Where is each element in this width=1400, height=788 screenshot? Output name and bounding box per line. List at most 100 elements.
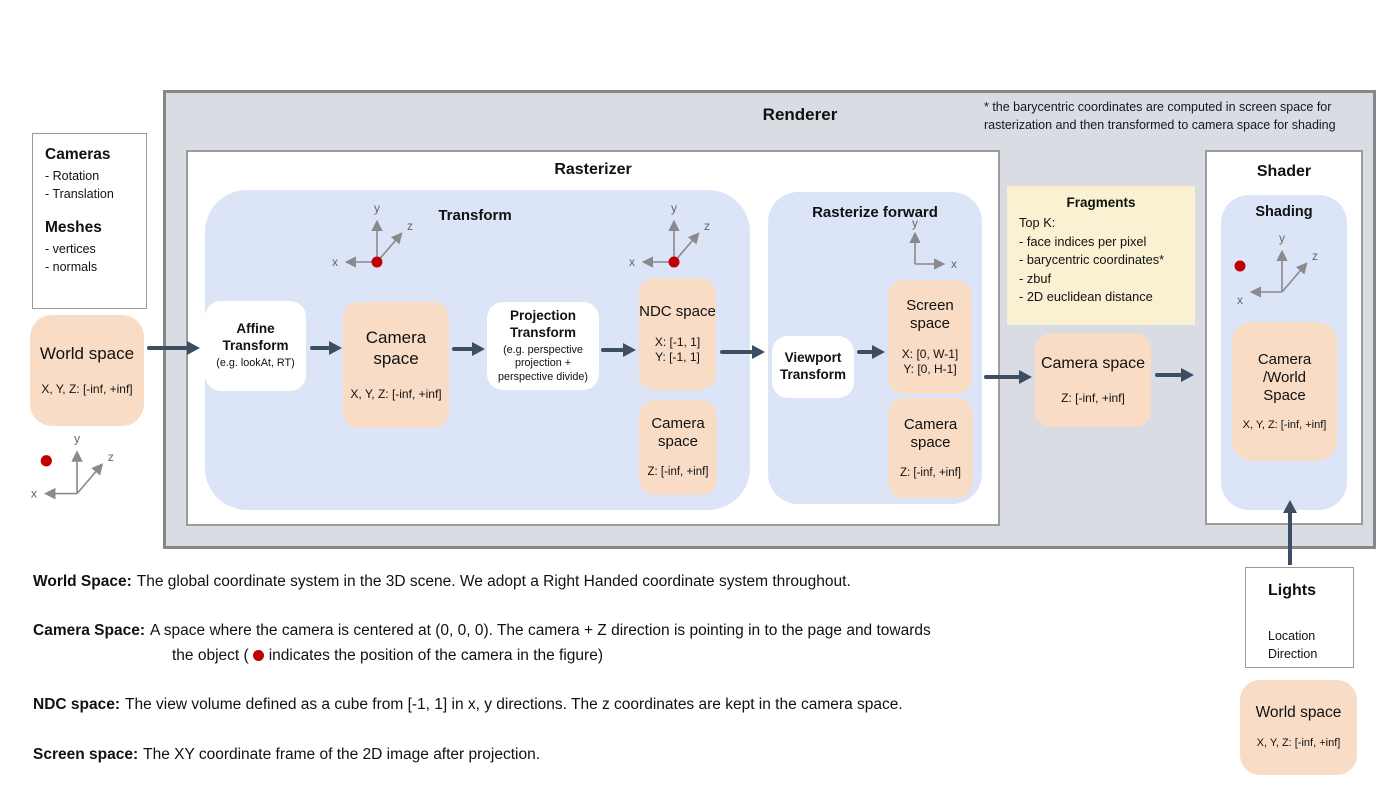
definition-term: Camera Space:: [33, 622, 146, 639]
arrow-camera-out-to-shader: [1155, 368, 1194, 381]
camera-dot-icon: [371, 256, 383, 268]
svg-text:x: x: [31, 487, 38, 501]
projection-transform-subtitle: (e.g. perspective projection + perspecti…: [497, 343, 589, 383]
screen-space-range: X: [0, W-1] Y: [0, H-1]: [901, 347, 959, 376]
shader-title: Shader: [1256, 163, 1312, 180]
world-space-lights-range: X, Y, Z: [-inf, +inf]: [1256, 736, 1341, 749]
camera-space-z2-box: Camera space Z: [-inf, +inf]: [888, 398, 973, 498]
screen-space-box: Screen space X: [0, W-1] Y: [0, H-1]: [888, 280, 972, 394]
svg-text:x: x: [951, 257, 957, 271]
svg-text:z: z: [108, 450, 114, 464]
definition-text: indicates the position of the camera in …: [268, 647, 603, 664]
affine-transform-box: Affine Transform (e.g. lookAt, RT): [205, 301, 306, 391]
camera-space-z2-range: Z: [-inf, +inf]: [899, 466, 962, 479]
definition-text: The XY coordinate frame of the 2D image …: [143, 746, 541, 763]
camera-dot-icon: [40, 455, 52, 467]
svg-text:y: y: [374, 201, 380, 215]
axes-3d-offset-dot-icon: y z x: [1234, 231, 1318, 307]
definition-camera-space-cont: the object ( indicates the position of th…: [172, 647, 603, 665]
fragments-line: - zbuf: [1019, 270, 1052, 286]
camera-dot-icon: [1234, 260, 1246, 272]
shading-title: Shading: [1255, 204, 1313, 220]
fragments-line: - 2D euclidean distance: [1019, 289, 1153, 305]
definition-term: NDC space:: [33, 696, 120, 713]
arrow-world-to-affine: [147, 341, 200, 354]
svg-text:x: x: [629, 255, 635, 269]
rasterize-forward-title: Rasterize forward: [812, 204, 938, 221]
meshes-item: - vertices: [45, 242, 96, 257]
camera-space-z2-title: Camera space: [903, 415, 958, 451]
definition-text: A space where the camera is centered at …: [150, 622, 931, 639]
camera-world-space-box: Camera /World Space X, Y, Z: [-inf, +inf…: [1232, 322, 1337, 461]
affine-transform-title: Affine Transform: [222, 321, 289, 354]
axes-3d-origin-dot-icon: y z x: [332, 201, 413, 269]
world-space-lights-title: World space: [1255, 704, 1342, 722]
world-space-input-box: World space X, Y, Z: [-inf, +inf]: [30, 315, 144, 426]
projection-transform-box: Projection Transform (e.g. perspective p…: [487, 302, 599, 390]
camera-dot-icon: [252, 650, 264, 661]
rasterizer-title: Rasterizer: [554, 161, 632, 178]
definition-world-space: World Space:The global coordinate system…: [33, 573, 851, 591]
svg-text:z: z: [407, 219, 413, 233]
definition-text: The view volume defined as a cube from […: [125, 696, 903, 713]
ndc-space-title: NDC space: [639, 303, 716, 320]
camera-space-out-range: Z: [-inf, +inf]: [1061, 391, 1125, 406]
definition-text: The global coordinate system in the 3D s…: [136, 573, 851, 590]
camera-space-z-box: Camera space Z: [-inf, +inf]: [639, 400, 717, 495]
definition-screen-space: Screen space:The XY coordinate frame of …: [33, 746, 540, 764]
fragments-line: - face indices per pixel: [1019, 233, 1147, 249]
arrow-affine-to-camera: [310, 341, 342, 354]
arrow-ndc-to-viewport: [720, 345, 765, 358]
lights-location-label: Location: [1268, 629, 1316, 643]
arrow-camera-to-projection: [452, 342, 485, 355]
fragments-line: Top K:: [1019, 215, 1056, 230]
world-space-lights-box: World space X, Y, Z: [-inf, +inf]: [1240, 680, 1357, 775]
fragments-line: - barycentric coordinates*: [1019, 252, 1165, 268]
svg-text:z: z: [704, 219, 710, 233]
definition-term: Screen space:: [33, 746, 139, 763]
axes-3d-offset-dot-icon: y z x: [31, 431, 114, 501]
axes-3d-origin-dot-icon: y z x: [629, 201, 710, 269]
cameras-item: - Translation: [45, 187, 114, 202]
world-space-input-range: X, Y, Z: [-inf, +inf]: [41, 382, 133, 397]
meshes-item: - normals: [45, 260, 98, 275]
camera-space-out-title: Camera space: [1040, 354, 1146, 372]
camera-world-space-range: X, Y, Z: [-inf, +inf]: [1242, 418, 1327, 431]
arrow-viewport-to-screen: [857, 345, 885, 358]
ndc-space-box: NDC space X: [-1, 1] Y: [-1, 1]: [639, 278, 716, 390]
camera-space-range: X, Y, Z: [-inf, +inf]: [350, 386, 442, 401]
viewport-transform-box: Viewport Transform: [772, 336, 854, 398]
viewport-transform-title: Viewport Transform: [779, 350, 847, 382]
camera-space-title: Camera space: [365, 328, 427, 368]
cameras-item: - Rotation: [45, 169, 100, 183]
camera-space-z-title: Camera space: [651, 415, 705, 451]
arrow-projection-to-ndc: [601, 343, 636, 356]
world-space-input-title: World space: [39, 343, 135, 363]
svg-text:y: y: [1279, 231, 1285, 245]
arrow-lights-to-shader: [1282, 500, 1297, 565]
fragments-title: Fragments: [1066, 195, 1136, 210]
svg-text:x: x: [332, 255, 338, 269]
definition-text: the object (: [172, 647, 249, 664]
axes-2d-icon: y x: [909, 218, 957, 271]
camera-dot-icon: [668, 256, 680, 268]
cameras-meshes-box: Cameras - Rotation - Translation Meshes …: [32, 133, 147, 309]
camera-space-out-box: Camera space Z: [-inf, +inf]: [1035, 333, 1151, 427]
renderer-title: Renderer: [762, 105, 838, 124]
lights-title: Lights: [1268, 582, 1316, 599]
definition-ndc-space: NDC space: The view volume defined as a c…: [33, 696, 903, 714]
svg-text:y: y: [671, 201, 677, 215]
barycentric-footnote: * the barycentric coordinates are comput…: [984, 100, 1336, 133]
arrow-screen-to-camera-out: [984, 370, 1032, 383]
definition-camera-space: Camera Space:A space where the camera is…: [33, 622, 931, 640]
transform-title: Transform: [438, 207, 512, 224]
lights-direction-label: Direction: [1268, 647, 1318, 662]
affine-transform-subtitle: (e.g. lookAt, RT): [216, 357, 295, 370]
svg-text:y: y: [74, 431, 81, 445]
definition-term: World Space:: [33, 573, 132, 590]
svg-text:x: x: [1237, 293, 1243, 307]
camera-space-z-range: Z: [-inf, +inf]: [647, 466, 709, 479]
svg-text:y: y: [912, 218, 918, 230]
screen-space-title: Screen space: [906, 297, 954, 332]
